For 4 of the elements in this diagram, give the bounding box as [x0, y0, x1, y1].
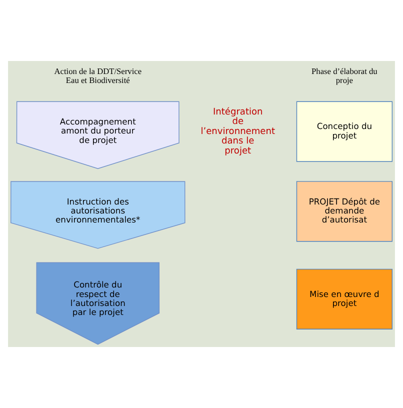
- node-box: Mise en œuvre d projet: [296, 268, 393, 330]
- label: Intégration de l’environnement dans le projet: [200, 107, 276, 156]
- node-box: PROJET Dépôt de demande d’autorisat: [296, 181, 393, 242]
- node-box: Conceptio du projet: [296, 101, 393, 162]
